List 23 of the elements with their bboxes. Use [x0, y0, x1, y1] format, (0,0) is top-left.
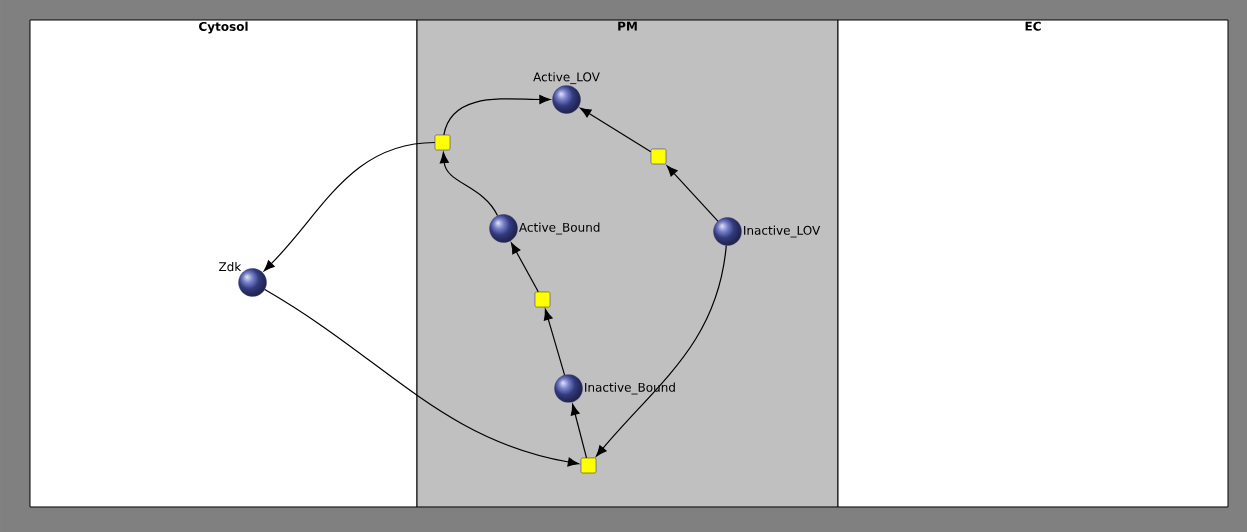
arrow — [264, 289, 580, 467]
arrow — [543, 308, 566, 376]
node-label: Inactive_LOV — [744, 225, 821, 238]
node-label: Active_LOV — [533, 72, 600, 85]
arrow — [510, 242, 539, 293]
reaction-square — [434, 134, 451, 151]
arrow — [443, 94, 551, 136]
reaction-square — [650, 148, 667, 165]
node-label: Active_Bound — [519, 222, 600, 235]
arrow — [666, 165, 719, 222]
compartment-band: EC — [837, 19, 1229, 508]
reaction-square — [580, 457, 597, 474]
species-ball: Active_Bound — [489, 214, 600, 243]
reaction-square — [534, 291, 551, 308]
species-ball: Inactive_LOV — [713, 217, 821, 246]
arrow — [263, 141, 436, 272]
arrow — [580, 107, 652, 153]
arrow — [439, 152, 499, 217]
species-ball: Zdk — [219, 261, 267, 297]
node-label: Zdk — [219, 261, 242, 272]
species-ball: Active_LOV — [533, 72, 600, 114]
arrow — [595, 245, 727, 457]
arrow — [570, 403, 588, 459]
